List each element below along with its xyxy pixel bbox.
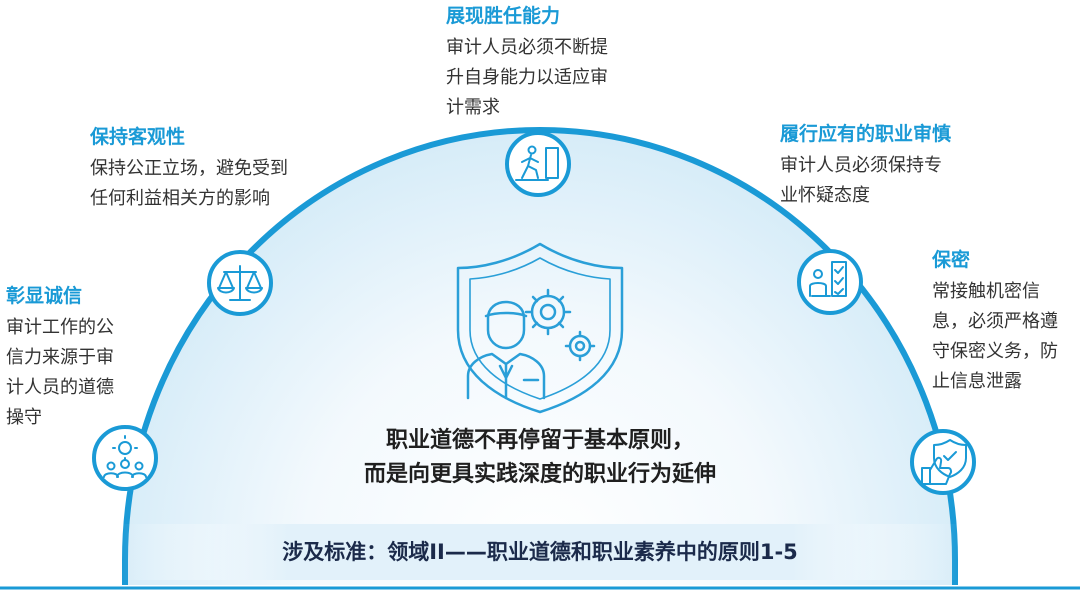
principle-title-integrity: 彰显诚信 bbox=[6, 285, 83, 307]
desc-line: 保持公正立场，避免受到 bbox=[90, 158, 288, 179]
principle-title-competence: 展现胜任能力 bbox=[446, 5, 561, 27]
icon-circle-confidentiality bbox=[910, 429, 976, 495]
desc-line: 计人员的道德 bbox=[6, 377, 114, 398]
principle-title-due-care: 履行应有的职业审慎 bbox=[780, 123, 952, 145]
center-statement-line-2: 而是向更具实践深度的职业行为延伸 bbox=[363, 462, 716, 487]
standard-reference: 涉及标准：领域II——职业道德和职业素养中的原则1-5 bbox=[282, 540, 798, 564]
icon-circle-competence bbox=[505, 131, 571, 197]
center-statement: 职业道德不再停留于基本原则， 而是向更具实践深度的职业行为延伸 bbox=[300, 424, 780, 492]
desc-line: 守保密义务，防 bbox=[932, 341, 1058, 362]
principle-desc-confidentiality: 常接触机密信 息，必须严格遵 守保密义务，防 止信息泄露 bbox=[932, 277, 1058, 397]
desc-line: 常接触机密信 bbox=[932, 281, 1040, 302]
dome-arc bbox=[122, 127, 958, 585]
desc-line: 信力来源于审 bbox=[6, 347, 114, 368]
principle-desc-integrity: 审计工作的公 信力来源于审 计人员的道德 操守 bbox=[6, 313, 114, 433]
standard-bar-bg bbox=[120, 524, 960, 580]
icon-circle-integrity bbox=[92, 425, 158, 491]
desc-line: 升自身能力以适应审 bbox=[446, 67, 608, 88]
scales-icon bbox=[217, 265, 263, 301]
checklist-person-icon bbox=[809, 261, 847, 297]
desc-line: 操守 bbox=[6, 407, 42, 428]
icon-circle-objectivity bbox=[207, 250, 273, 316]
shield-gears-person-icon bbox=[456, 242, 624, 414]
principle-title-confidentiality: 保密 bbox=[932, 249, 971, 271]
desc-line: 息，必须严格遵 bbox=[932, 311, 1058, 332]
shield-thumbs-up-icon bbox=[921, 439, 967, 485]
desc-line: 审计人员必须不断提 bbox=[446, 37, 608, 58]
desc-line: 审计工作的公 bbox=[6, 317, 114, 338]
climbing-stairs-icon bbox=[515, 145, 559, 181]
principle-desc-due-care: 审计人员必须保持专 业怀疑态度 bbox=[780, 151, 942, 211]
icon-circle-due-care bbox=[797, 249, 863, 315]
desc-line: 止信息泄露 bbox=[932, 371, 1022, 392]
center-statement-line-1: 职业道德不再停留于基本原则， bbox=[385, 428, 694, 453]
desc-line: 业怀疑态度 bbox=[780, 185, 870, 206]
desc-line: 计需求 bbox=[446, 97, 500, 118]
principle-desc-objectivity: 保持公正立场，避免受到 任何利益相关方的影响 bbox=[90, 154, 288, 214]
desc-line: 审计人员必须保持专 bbox=[780, 155, 942, 176]
principle-desc-competence: 审计人员必须不断提 升自身能力以适应审 计需求 bbox=[446, 33, 608, 123]
dome-fill bbox=[125, 130, 955, 585]
team-gear-icon bbox=[103, 435, 147, 478]
desc-line: 任何利益相关方的影响 bbox=[90, 188, 270, 209]
principle-title-objectivity: 保持客观性 bbox=[90, 126, 186, 148]
